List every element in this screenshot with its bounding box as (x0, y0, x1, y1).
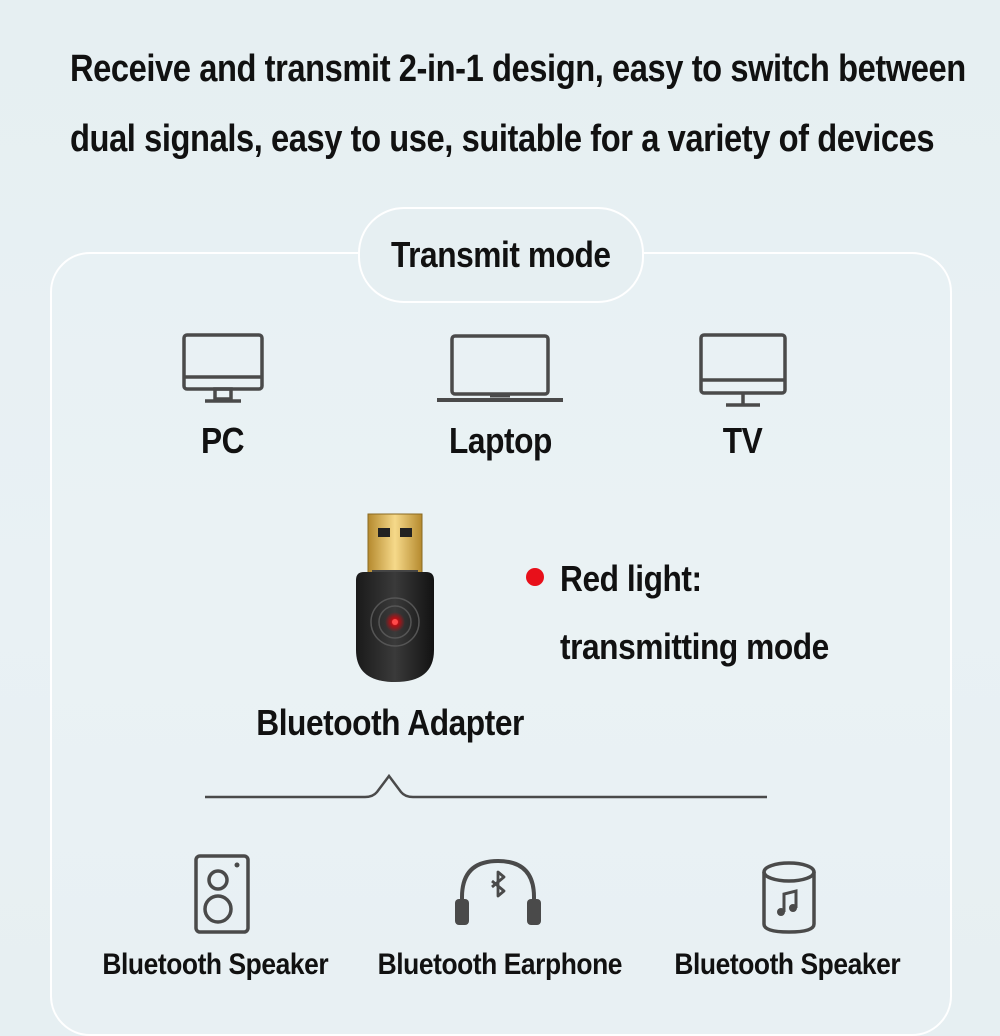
speaker-icon (194, 854, 250, 934)
tv-icon (698, 333, 787, 407)
device-label-tv: TV (722, 420, 763, 461)
output-label-text-2: Bluetooth Earphone (377, 948, 623, 981)
mode-title: Transmit mode (391, 234, 611, 275)
cylinder-speaker-icon (762, 861, 816, 934)
adapter-label: Bluetooth Adapter (215, 702, 565, 744)
laptop-icon (437, 334, 563, 402)
device-label-laptop: Laptop (448, 420, 552, 461)
device-pc: PC (160, 332, 285, 462)
headline-line-2: dual signals, easy to use, suitable for … (70, 118, 935, 160)
output-label-speaker-2: Bluetooth Speaker (650, 948, 925, 982)
output-label-text-1: Bluetooth Speaker (102, 948, 328, 981)
device-label-pc: PC (200, 420, 245, 461)
output-label-text-3: Bluetooth Speaker (674, 948, 901, 981)
mode-title-pill: Transmit mode (358, 207, 644, 303)
indicator-label: Red light: (560, 558, 702, 599)
bluetooth-adapter-icon (356, 513, 434, 682)
output-label-earphone: Bluetooth Earphone (355, 948, 645, 982)
divider-caret-line (205, 773, 767, 799)
headline-line-1: Receive and transmit 2-in-1 design, easy… (70, 48, 966, 90)
device-laptop: Laptop (420, 332, 580, 462)
red-indicator-dot (526, 568, 544, 586)
device-tv: TV (680, 332, 805, 462)
output-label-speaker-1: Bluetooth Speaker (75, 948, 355, 982)
headphones-icon (455, 858, 541, 925)
mode-panel (50, 252, 952, 1036)
adapter-label-text: Bluetooth Adapter (256, 702, 524, 743)
indicator-description: transmitting mode (560, 626, 829, 667)
pc-monitor-icon (181, 333, 264, 403)
